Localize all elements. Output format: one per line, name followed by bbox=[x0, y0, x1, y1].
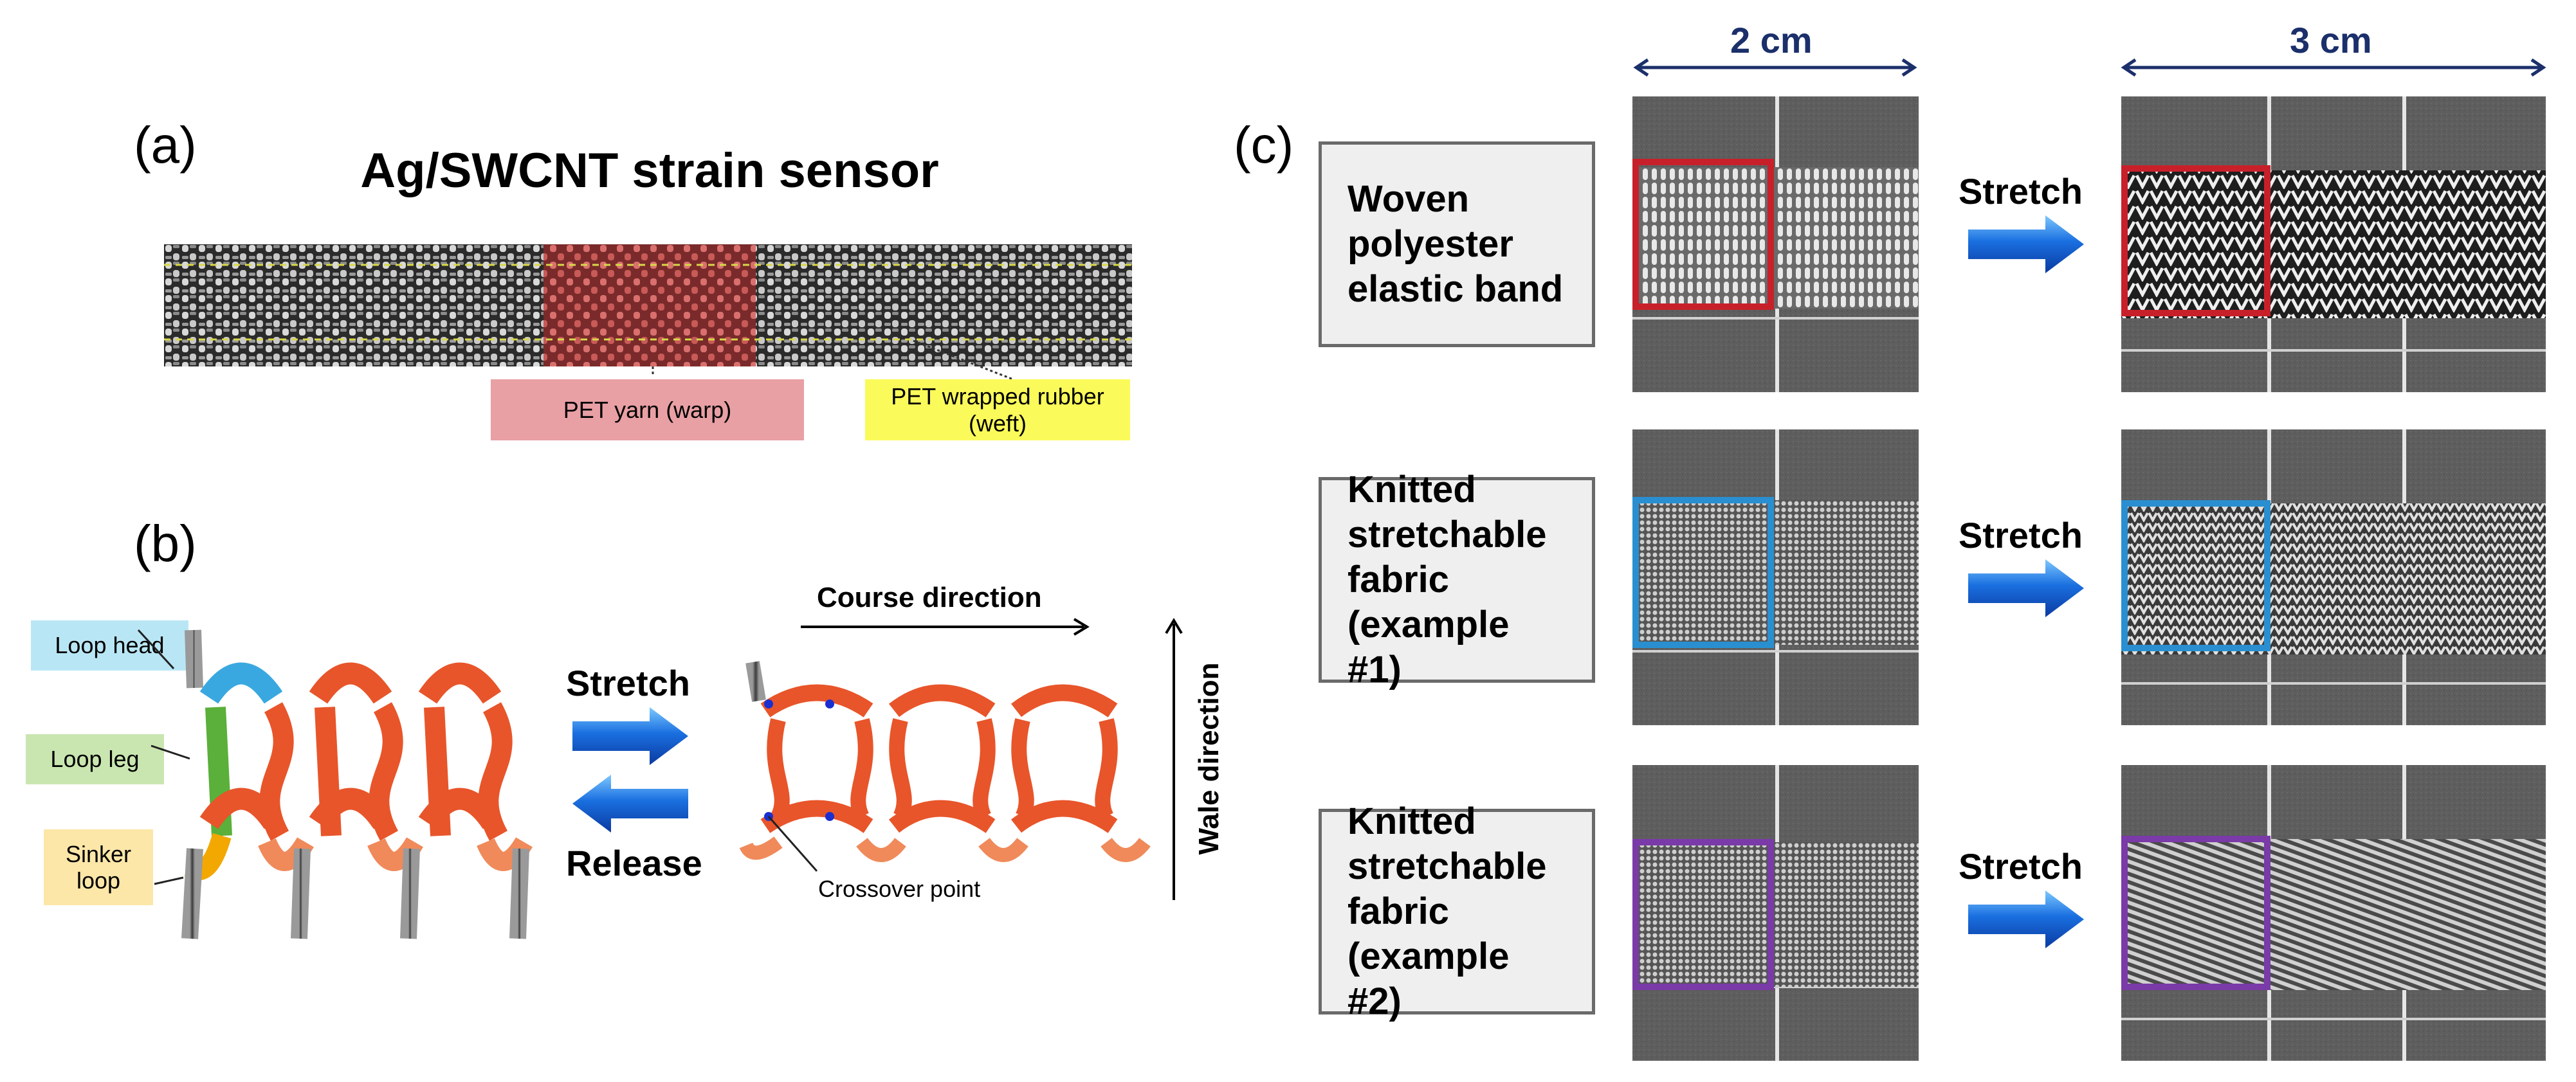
scale-right-arrow-icon bbox=[2121, 58, 2546, 77]
row-3-name-line-3: fabric bbox=[1347, 890, 1449, 932]
release-arrow-icon bbox=[572, 775, 688, 833]
loop-head bbox=[199, 662, 283, 704]
stretch-arrow-icon bbox=[572, 707, 688, 765]
row-1-before-frame bbox=[1632, 159, 1774, 310]
relaxed-knit-diagram bbox=[137, 629, 556, 939]
row-3-stretch-arrow-icon bbox=[1968, 890, 2084, 948]
row-2-label-box: Knitted stretchable fabric (example #1) bbox=[1319, 469, 1595, 690]
sinker-loop-label: Sinker loop bbox=[44, 829, 153, 905]
scale-left-arrow-icon bbox=[1633, 58, 1917, 77]
row-2-before-photo bbox=[1632, 429, 1919, 725]
wale-direction-label: Wale direction bbox=[1193, 662, 1225, 855]
course-direction-label: Course direction bbox=[817, 582, 1042, 613]
callout-pet-yarn-warp: PET yarn (warp) bbox=[491, 379, 804, 440]
row-2-stretch-label: Stretch bbox=[1959, 515, 2083, 555]
release-label-b: Release bbox=[566, 843, 702, 883]
row-3-before-photo bbox=[1632, 765, 1919, 1061]
scale-right-label: 3 cm bbox=[2290, 20, 2372, 60]
row-1-stretch-arrow-icon bbox=[1968, 215, 2084, 273]
row-3-after-frame bbox=[2121, 836, 2270, 990]
wale-direction-arrow-icon bbox=[1165, 618, 1183, 900]
row-2-after-photo bbox=[2121, 429, 2546, 725]
row-1-before-photo bbox=[1632, 96, 1919, 392]
row-3-name-line-4: (example #2) bbox=[1347, 935, 1510, 1022]
row-3-label-box: Knitted stretchable fabric (example #2) bbox=[1319, 800, 1595, 1022]
row-2-after-frame bbox=[2121, 500, 2270, 651]
row-2-name-line-3: fabric bbox=[1347, 559, 1449, 600]
row-1-name-line-1: Woven bbox=[1347, 178, 1470, 220]
loop-head-label: Loop head bbox=[31, 620, 188, 671]
stretch-label-b: Stretch bbox=[566, 663, 690, 703]
coated-region bbox=[544, 244, 756, 366]
row-3-before-frame bbox=[1632, 839, 1774, 990]
stretched-knit-diagram bbox=[739, 661, 1151, 872]
row-2-name-line-1: Knitted bbox=[1347, 469, 1476, 510]
panel-b-label: (b) bbox=[134, 515, 197, 572]
row-2-stretch-arrow-icon bbox=[1968, 559, 2084, 617]
row-2-before-frame bbox=[1632, 497, 1774, 648]
row-1-name-line-2: polyester bbox=[1347, 223, 1513, 265]
row-1-after-frame bbox=[2121, 165, 2270, 316]
callout-pet-wrapped-rubber: PET wrapped rubber (weft) bbox=[865, 379, 1130, 440]
row-1-name-line-3: elastic band bbox=[1347, 268, 1564, 310]
row-1-label-box: Woven polyester elastic band bbox=[1319, 141, 1595, 347]
row-1-after-photo bbox=[2121, 96, 2546, 392]
row-3-stretch-label: Stretch bbox=[1959, 846, 2083, 887]
course-direction-arrow-icon bbox=[801, 618, 1090, 636]
row-3-name-line-1: Knitted bbox=[1347, 800, 1476, 842]
row-2-name-line-4: (example #1) bbox=[1347, 604, 1510, 690]
loop-leg-label: Loop leg bbox=[26, 734, 164, 784]
crossover-point-label: Crossover point bbox=[818, 876, 981, 902]
row-3-after-photo bbox=[2121, 765, 2546, 1061]
row-1-stretch-label: Stretch bbox=[1959, 171, 2083, 212]
row-3-name-line-2: stretchable bbox=[1347, 845, 1547, 887]
sensor-fabric-image bbox=[164, 244, 1132, 381]
row-2-name-line-2: stretchable bbox=[1347, 514, 1547, 555]
crossover-point-marker bbox=[764, 699, 773, 708]
panel-a-title: Ag/SWCNT strain sensor bbox=[360, 143, 939, 198]
panel-c-label: (c) bbox=[1234, 116, 1294, 174]
scale-left-label: 2 cm bbox=[1730, 20, 1813, 60]
panel-a-label: (a) bbox=[134, 116, 197, 174]
